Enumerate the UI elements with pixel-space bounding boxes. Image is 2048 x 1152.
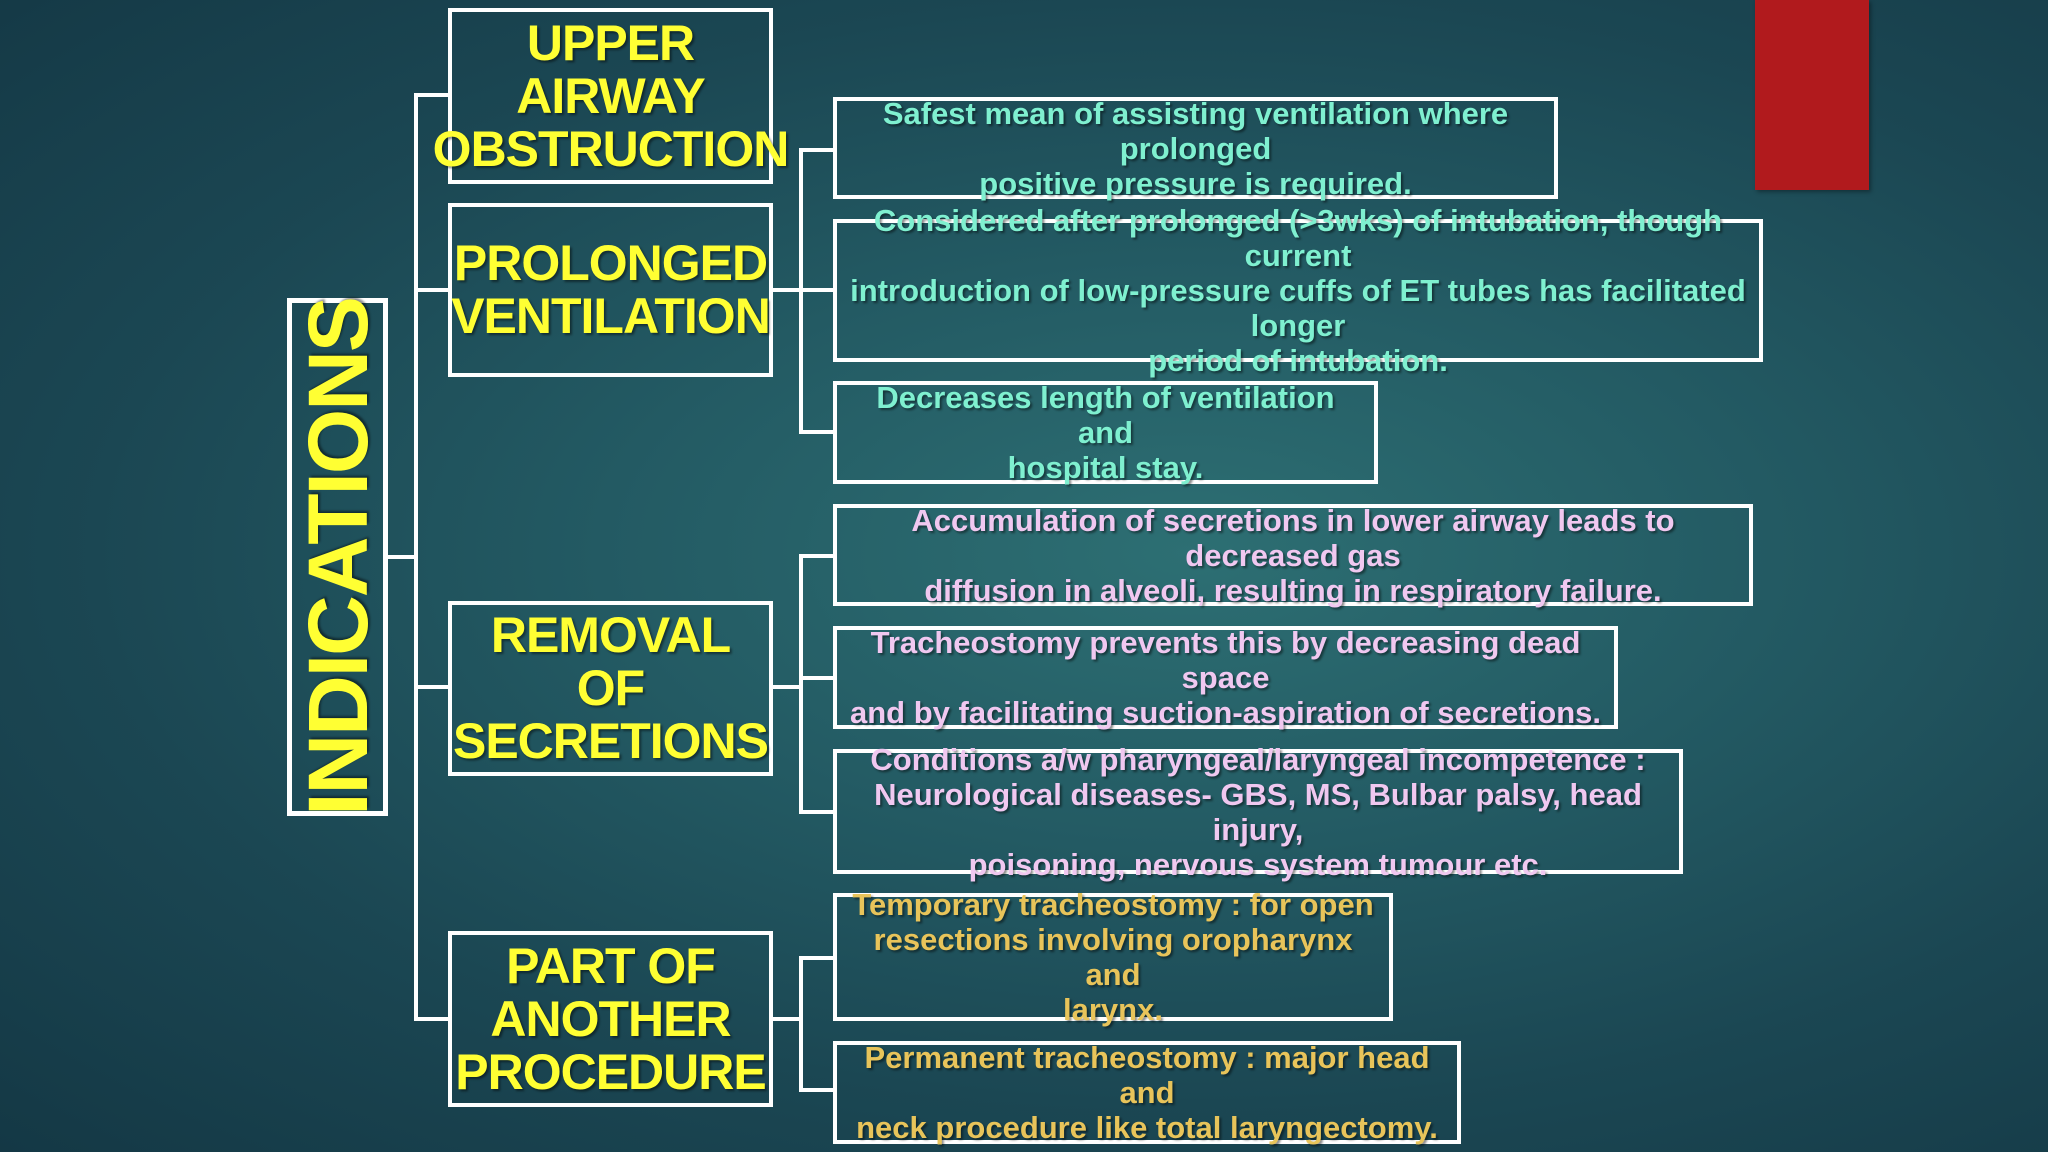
ventilation-item-3: Decreases length of ventilation and hosp… <box>833 380 1378 485</box>
connector-cat-2 <box>414 288 448 292</box>
accent-bar <box>1755 0 1869 190</box>
item-text-line: diffusion in alveoli, resulting in respi… <box>924 572 1662 608</box>
connector-ventilation-stub <box>773 288 803 292</box>
category-label-line: PROLONGED <box>453 235 768 291</box>
connector-procedure-stub <box>773 1017 803 1021</box>
category-label-line: REMOVAL OF <box>490 607 731 716</box>
connector-secretions-spine <box>799 554 803 814</box>
item-text-line: Decreases length of ventilation and <box>876 380 1335 450</box>
secretions-item-2: Tracheostomy prevents this by decreasing… <box>833 625 1618 730</box>
connector-secretions-3 <box>799 810 833 814</box>
item-text-line: period of intubation. <box>1148 343 1448 378</box>
connector-cat-4 <box>414 1017 448 1021</box>
item-text-line: introduction of low-pressure cuffs of ET… <box>850 273 1746 343</box>
item-text-line: Safest mean of assisting ventilation whe… <box>882 95 1509 166</box>
item-text-line: Tracheostomy prevents this by decreasing… <box>870 625 1581 695</box>
category-label-line: AIRWAY <box>516 67 706 124</box>
connector-root-spine <box>414 93 418 1021</box>
root-indications-label: INDICATIONS <box>290 298 385 816</box>
item-text-line: poisoning, nervous system tumour etc. <box>968 846 1548 882</box>
category-label-line: SECRETIONS <box>452 713 769 769</box>
connector-procedure-1 <box>799 956 833 960</box>
item-text-line: larynx. <box>1063 992 1163 1027</box>
category-label-line: OBSTRUCTION <box>432 120 790 177</box>
connector-cat-1 <box>414 93 448 97</box>
secretions-item-1: Accumulation of secretions in lower airw… <box>833 502 1753 608</box>
category-label-line: ANOTHER <box>490 990 731 1047</box>
category-label-line: PROCEDURE <box>455 1043 766 1100</box>
root-indications-box: INDICATIONS <box>287 298 388 816</box>
connector-secretions-stub <box>773 685 803 689</box>
connector-secretions-2 <box>799 676 833 680</box>
category-part-of-another-procedure: PART OF ANOTHER PROCEDURE <box>448 931 773 1107</box>
connector-ventilation-3 <box>799 430 833 434</box>
category-label-line: UPPER <box>526 14 695 71</box>
connector-root-stub <box>388 555 418 559</box>
connector-ventilation-1 <box>799 148 833 152</box>
category-label-line: PART OF <box>506 937 716 994</box>
item-text-line: Neurological diseases- GBS, MS, Bulbar p… <box>874 776 1642 847</box>
secretions-item-3: Conditions a/w pharyngeal/laryngeal inco… <box>833 742 1683 882</box>
procedure-item-1: Temporary tracheostomy : for open resect… <box>833 887 1393 1027</box>
procedure-item-2: Permanent tracheostomy : major head and … <box>833 1040 1461 1145</box>
item-text-line: Temporary tracheostomy : for open <box>852 887 1374 922</box>
category-label-line: VENTILATION <box>451 288 771 344</box>
item-text-line: Considered after prolonged (>3wks) of in… <box>873 203 1723 273</box>
category-removal-of-secretions: REMOVAL OF SECRETIONS <box>448 601 773 776</box>
item-text-line: Conditions a/w pharyngeal/laryngeal inco… <box>870 741 1646 777</box>
item-text-line: resections involving oropharynx and <box>873 922 1353 992</box>
ventilation-item-2: Considered after prolonged (>3wks) of in… <box>833 203 1763 378</box>
item-text-line: and by facilitating suction-aspiration o… <box>849 695 1601 730</box>
item-text-line: Permanent tracheostomy : major head and <box>864 1040 1430 1110</box>
category-prolonged-ventilation: PROLONGED VENTILATION <box>448 203 773 377</box>
connector-procedure-2 <box>799 1088 833 1092</box>
item-text-line: positive pressure is required. <box>979 165 1412 201</box>
category-upper-airway-obstruction: UPPER AIRWAY OBSTRUCTION <box>433 8 789 184</box>
connector-ventilation-2 <box>799 288 833 292</box>
ventilation-item-1: Safest mean of assisting ventilation whe… <box>833 95 1558 201</box>
item-text-line: hospital stay. <box>1007 450 1204 485</box>
connector-cat-3 <box>414 685 448 689</box>
connector-secretions-1 <box>799 554 833 558</box>
item-text-line: Accumulation of secretions in lower airw… <box>911 502 1675 573</box>
connector-procedure-spine <box>799 956 803 1092</box>
item-text-line: neck procedure like total laryngectomy. <box>856 1110 1438 1145</box>
